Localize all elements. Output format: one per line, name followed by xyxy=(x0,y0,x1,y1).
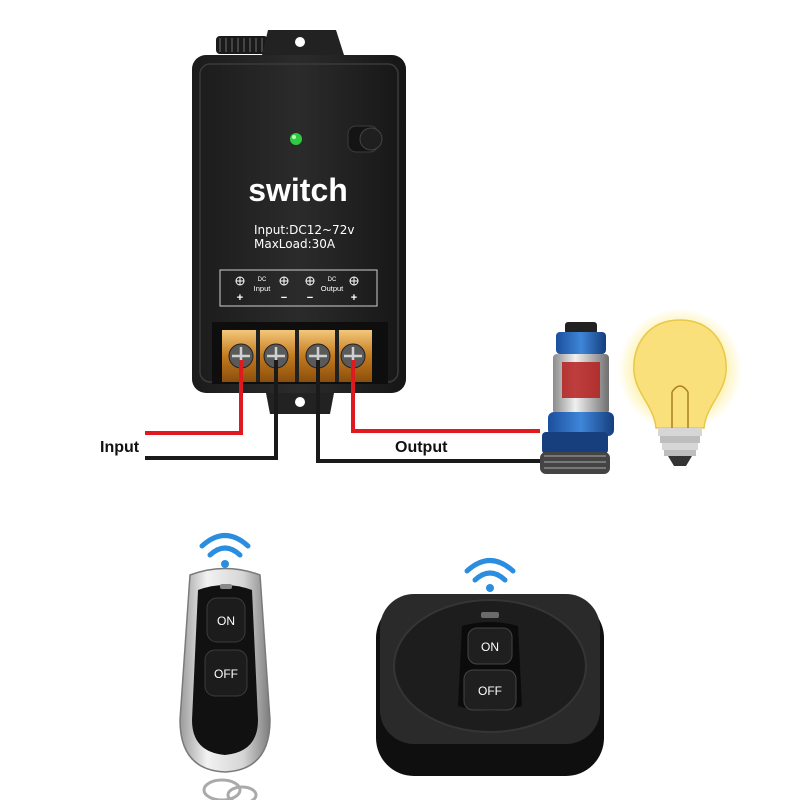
keyfob-on-button[interactable]: ON xyxy=(206,597,246,643)
wifi-signal-icon xyxy=(464,558,516,583)
terminal-label-panel: DC Input DC Output + − − + xyxy=(219,269,378,307)
keyfob-off-button[interactable]: OFF xyxy=(204,649,248,697)
input-positive-wire xyxy=(145,360,243,435)
svg-text:OFF: OFF xyxy=(214,667,238,681)
wall-remote-on-button[interactable]: ON xyxy=(467,627,513,665)
relay-title: switch xyxy=(248,172,348,208)
wall-remote: ON OFF xyxy=(376,558,604,776)
svg-text:−: − xyxy=(307,292,313,304)
svg-text:ON: ON xyxy=(217,614,235,628)
output-positive-wire xyxy=(351,360,540,433)
svg-text:−: − xyxy=(281,292,287,304)
svg-text:DC: DC xyxy=(328,277,337,283)
relay-spec-input: Input:DC12~72v xyxy=(254,223,354,237)
key-ring xyxy=(202,778,258,800)
wires xyxy=(145,360,540,463)
svg-text:+: + xyxy=(237,292,243,304)
input-label: Input xyxy=(100,439,140,456)
light-bulb-icon xyxy=(618,308,742,466)
led-indicator-icon xyxy=(290,133,302,145)
svg-text:Input: Input xyxy=(254,284,272,293)
wifi-signal-icon xyxy=(199,533,251,558)
input-negative-wire xyxy=(145,360,278,460)
output-label: Output xyxy=(395,439,448,456)
relay-spec-load: MaxLoad:30A xyxy=(254,237,336,251)
water-pump-icon xyxy=(540,322,614,474)
learn-button[interactable] xyxy=(347,125,383,153)
wall-remote-off-button[interactable]: OFF xyxy=(463,669,517,711)
terminal-block xyxy=(212,322,388,384)
mount-hole-top xyxy=(295,37,305,47)
keyfob-remote: ON OFF xyxy=(179,533,271,800)
svg-text:ON: ON xyxy=(481,640,499,654)
svg-text:+: + xyxy=(351,292,357,304)
svg-text:OFF: OFF xyxy=(478,684,502,698)
svg-text:DC: DC xyxy=(258,277,267,283)
antenna-coil xyxy=(216,36,268,54)
output-negative-wire xyxy=(316,360,540,463)
relay-module: switch Input:DC12~72v MaxLoad:30A DC Inp… xyxy=(192,30,406,414)
svg-text:Output: Output xyxy=(321,284,344,293)
